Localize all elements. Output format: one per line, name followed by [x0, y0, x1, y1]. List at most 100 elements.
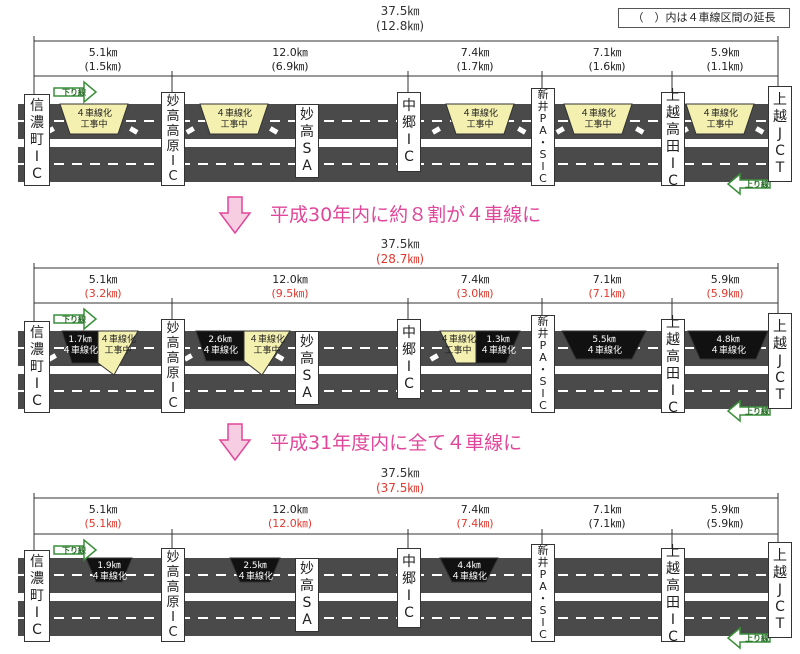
work-zone-label: ４車線化工事中 — [99, 335, 136, 356]
segment-2: 12.0㎞ (12.0㎞) — [172, 503, 408, 531]
segment-4lane: (5.9㎞) — [706, 287, 744, 300]
up-lane-label: 上り線 — [745, 407, 769, 416]
segment-1: 5.1㎞ (1.5㎞) — [34, 46, 172, 74]
segment-4lane: (9.5㎞) — [271, 287, 309, 300]
segment-4: 7.1㎞ (1.6㎞) — [542, 46, 672, 74]
segment-km: 12.0㎞ — [272, 273, 308, 286]
work-zone-label: ４車線化工事中 — [579, 109, 616, 130]
segment-km: 5.9㎞ — [710, 273, 740, 286]
segment-4lane: (7.1㎞) — [588, 517, 626, 530]
segment-5: 5.9㎞ (5.9㎞) — [672, 273, 778, 301]
segment-4lane: (5.1㎞) — [84, 517, 122, 530]
segment-5: 5.9㎞ (1.1㎞) — [672, 46, 778, 74]
total-4lane: (28.7㎞) — [375, 252, 425, 266]
segment-km: 12.0㎞ — [272, 503, 308, 516]
total-length: 37.5㎞ (28.7㎞) — [330, 237, 470, 267]
up-lane-arrow — [726, 399, 771, 423]
segment-3: 7.4㎞ (1.7㎞) — [408, 46, 542, 74]
segment-2: 12.0㎞ (6.9㎞) — [172, 46, 408, 74]
caption-h31: 平成31年度内に全て４車線に — [270, 432, 523, 454]
segment-4: 7.1㎞ (7.1㎞) — [542, 503, 672, 531]
total-4lane: (12.8㎞) — [375, 19, 425, 33]
segment-km: 7.4㎞ — [460, 503, 490, 516]
segment-2: 12.0㎞ (9.5㎞) — [172, 273, 408, 301]
total-length: 37.5㎞ (37.5㎞) — [330, 466, 470, 496]
segment-4lane: (7.4㎞) — [456, 517, 494, 530]
segment-5: 5.9㎞ (5.9㎞) — [672, 503, 778, 531]
up-lane-label: 上り線 — [745, 180, 769, 189]
total-4lane: (37.5㎞) — [375, 481, 425, 495]
segment-4: 7.1㎞ (7.1㎞) — [542, 273, 672, 301]
up-lane-arrow — [726, 172, 771, 196]
down-arrow-icon — [218, 423, 252, 462]
down-lane-label: 下り線 — [62, 315, 86, 324]
segment-4lane: (7.1㎞) — [588, 287, 626, 300]
down-lane-arrow — [53, 538, 98, 562]
down-lane-label: 下り線 — [62, 546, 86, 555]
segment-4lane: (5.9㎞) — [706, 517, 744, 530]
segment-4lane: (1.5㎞) — [84, 60, 122, 73]
down-lane-label: 下り線 — [62, 88, 86, 97]
total-km: 37.5㎞ — [380, 237, 420, 251]
legend-box: （ ）内は４車線区間の延長 — [618, 8, 790, 28]
work-zone-label: ４車線化工事中 — [215, 109, 252, 130]
segment-km: 5.1㎞ — [88, 503, 118, 516]
segment-4lane: (1.7㎞) — [456, 60, 494, 73]
segment-1: 5.1㎞ (3.2㎞) — [34, 273, 172, 301]
segment-km: 5.1㎞ — [88, 273, 118, 286]
total-km: 37.5㎞ — [380, 466, 420, 480]
stage-current: 37.5㎞ (12.8㎞) — [0, 0, 800, 200]
work-zone-label: ４車線化工事中 — [75, 109, 112, 130]
work-zone-label: ４車線化工事中 — [461, 109, 498, 130]
work-zone-label: ４車線化工事中 — [440, 335, 477, 356]
work-zone-label: ４車線化工事中 — [248, 335, 285, 356]
segment-km: 7.4㎞ — [460, 46, 490, 59]
segment-4lane: (1.1㎞) — [706, 60, 744, 73]
total-length: 37.5㎞ (12.8㎞) — [330, 4, 470, 34]
segment-4lane: (3.0㎞) — [456, 287, 494, 300]
caption-h30: 平成30年内に約８割が４車線に — [270, 204, 542, 226]
down-arrow-icon — [218, 196, 252, 235]
segment-4lane: (3.2㎞) — [84, 287, 122, 300]
down-lane-arrow — [53, 307, 98, 331]
segment-3: 7.4㎞ (7.4㎞) — [408, 503, 542, 531]
segment-km: 5.9㎞ — [710, 503, 740, 516]
up-lane-arrow — [726, 626, 771, 650]
segment-km: 5.9㎞ — [710, 46, 740, 59]
stage-h30: 37.5㎞ (28.7㎞) — [0, 233, 800, 433]
work-zone-label: ４車線化工事中 — [701, 109, 738, 130]
segment-4lane: (6.9㎞) — [271, 60, 309, 73]
segment-km: 5.1㎞ — [88, 46, 118, 59]
up-lane-label: 上り線 — [745, 634, 769, 643]
segment-4lane: (12.0㎞) — [267, 517, 313, 530]
segment-4lane: (1.6㎞) — [588, 60, 626, 73]
down-lane-arrow — [53, 80, 98, 104]
segment-km: 12.0㎞ — [272, 46, 308, 59]
